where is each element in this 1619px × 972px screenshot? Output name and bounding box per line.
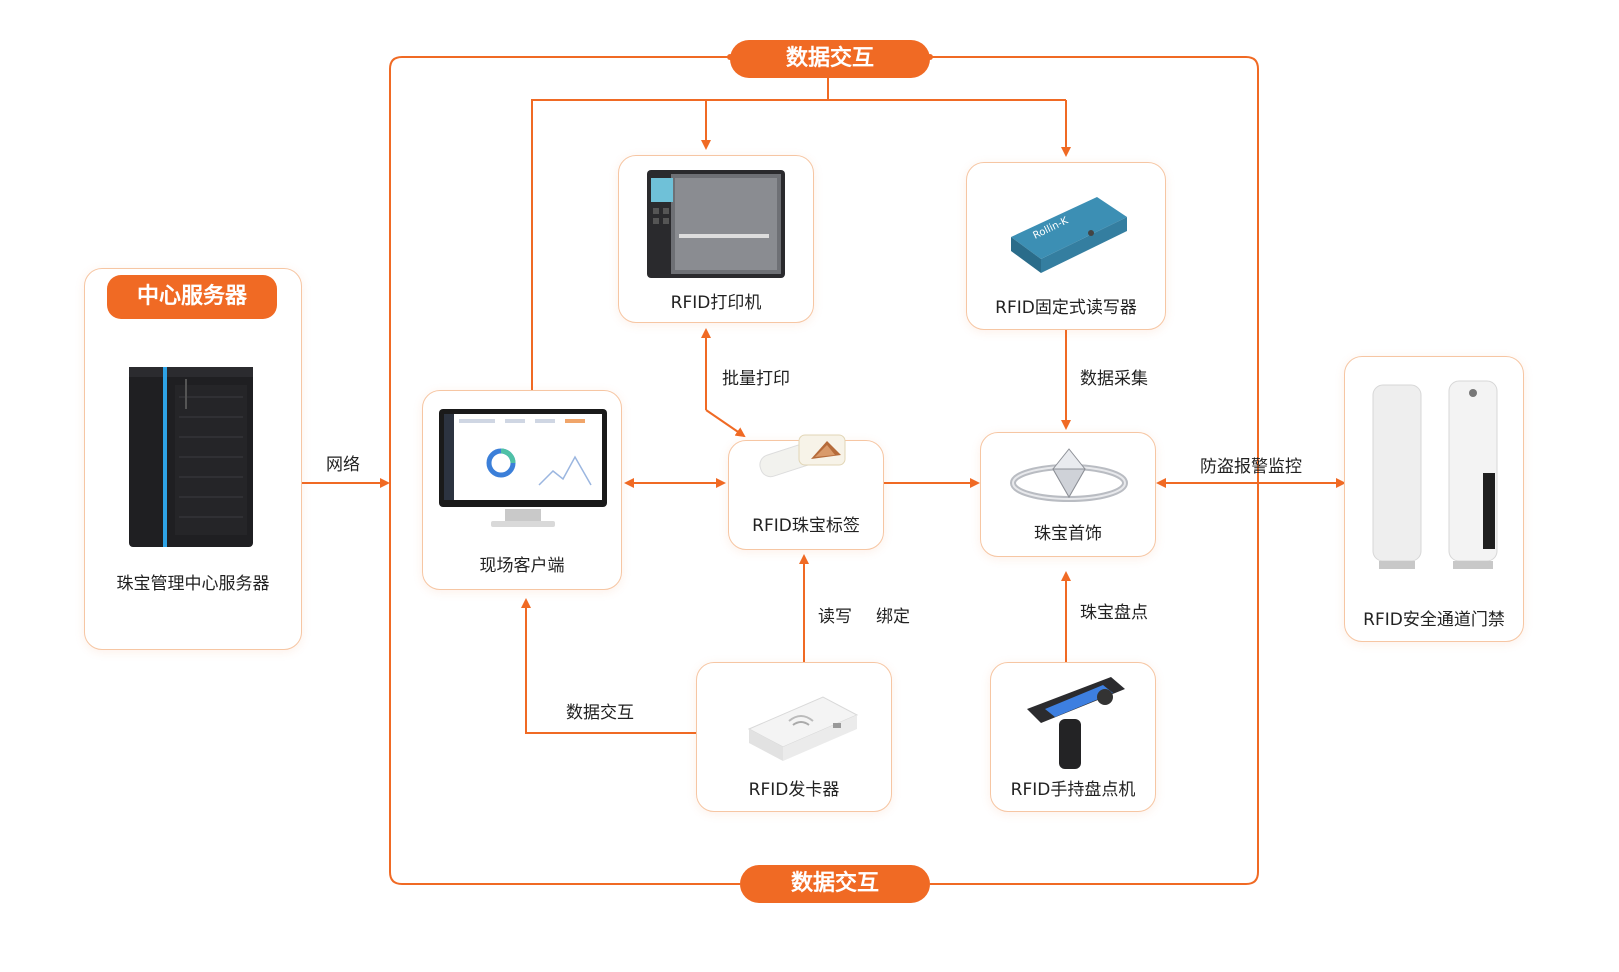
outer-loop-left [389, 56, 740, 885]
server-tower-icon [129, 367, 253, 547]
arrow-issuer-client [521, 598, 696, 734]
diamond-ring-icon [1010, 448, 1128, 502]
handheld-card: RFID手持盘点机 [990, 662, 1156, 812]
gate-label: RFID安全通道门禁 [1363, 610, 1505, 630]
arrow-printer-tag [705, 409, 746, 438]
client-label: 现场客户端 [479, 556, 565, 576]
anti-theft-label: 防盗报警监控 [1200, 457, 1302, 477]
bottom-exchange-pill: 数据交互 [740, 865, 930, 903]
monitor-icon [439, 409, 607, 527]
server-label: 珠宝管理中心服务器 [116, 574, 270, 594]
tag-label: RFID珠宝标签 [752, 516, 860, 536]
gate-card: RFID安全通道门禁 [1344, 356, 1524, 642]
tag-card: RFID珠宝标签 [728, 434, 884, 550]
top-exchange-pill: 数据交互 [730, 40, 930, 78]
issuer-card: RFID发卡器 [696, 662, 892, 812]
reader-label: RFID固定式读写器 [995, 298, 1137, 318]
inventory-label: 珠宝盘点 [1080, 603, 1148, 623]
jewelry-tag-icon [759, 434, 846, 478]
network-label: 网络 [326, 455, 360, 475]
jewelry-card: 珠宝首饰 [980, 432, 1156, 557]
client-exchange-label: 数据交互 [566, 703, 634, 723]
card-issuer-icon [747, 696, 859, 761]
top-distribution [531, 99, 1066, 395]
server-card: 中心服务器 珠宝管理中心服务器 [84, 268, 302, 650]
reader-card: Rollin-K RFID固定式读写器 [966, 162, 1166, 330]
batch-print-label: 批量打印 [722, 369, 790, 389]
client-card: 现场客户端 [422, 390, 622, 590]
read-write-label: 读写 [818, 607, 852, 627]
server-tab: 中心服务器 [107, 275, 277, 319]
handheld-scanner-icon [1027, 677, 1125, 769]
issuer-label: RFID发卡器 [748, 780, 840, 800]
bind-label: 绑定 [876, 607, 910, 627]
data-collect-label: 数据采集 [1080, 369, 1148, 389]
printer-card: RFID打印机 [618, 155, 814, 323]
label-printer-icon [647, 170, 785, 278]
fixed-reader-icon: Rollin-K [1011, 197, 1127, 273]
printer-label: RFID打印机 [670, 293, 762, 313]
outer-loop-right [930, 56, 1259, 885]
security-gate-icon [1372, 380, 1498, 569]
handheld-label: RFID手持盘点机 [1010, 780, 1136, 800]
jewelry-label: 珠宝首饰 [1034, 524, 1102, 544]
